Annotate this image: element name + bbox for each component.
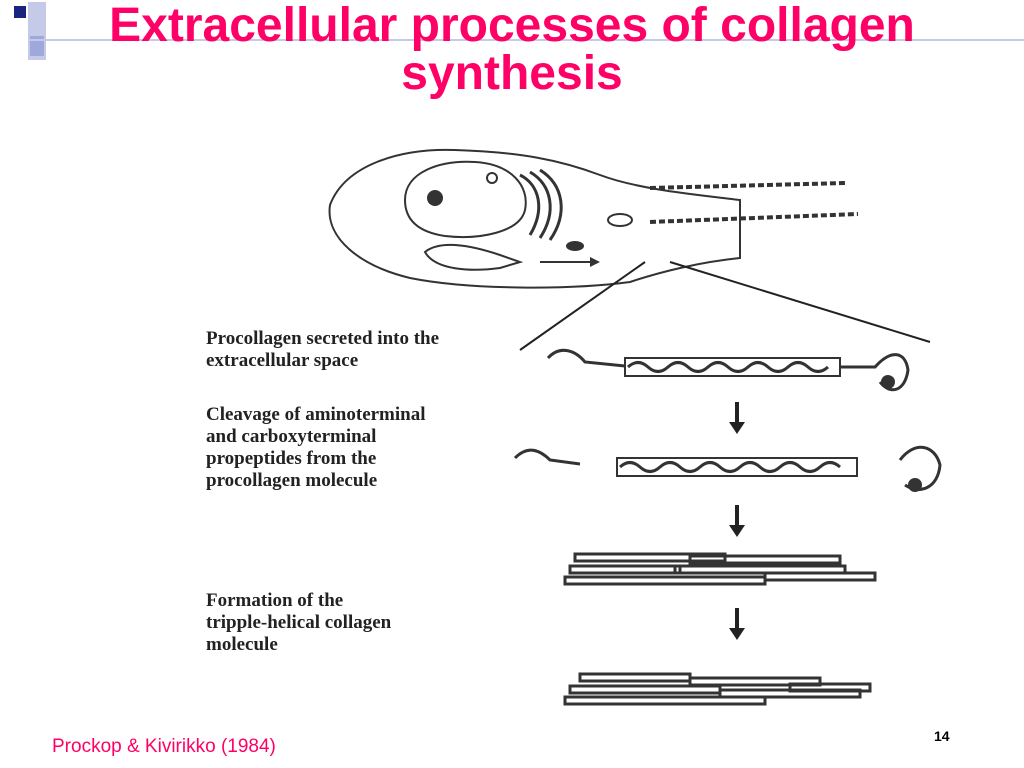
cell-fibril-upper [649, 181, 846, 190]
procollagen-n-propeptide [546, 348, 626, 368]
step-label-secretion: Procollagen secreted into the extracellu… [206, 328, 440, 371]
slide-title-line-1: Extracellular processes of collagen [109, 0, 915, 52]
cleaved-procollagen [513, 445, 942, 492]
citation: Prockop & Kivirikko (1984) [52, 736, 276, 757]
staggered-collagen-assembly [563, 552, 877, 586]
collagen-fibril [563, 672, 872, 706]
step-arrow-1-head [729, 422, 745, 434]
staggered-molecule [563, 575, 767, 586]
secretion-arrow-head [590, 257, 600, 267]
step-label-cleavage: Cleavage of aminoterminal and carboxyter… [206, 404, 426, 491]
procollagen-molecule [546, 348, 910, 392]
staggered-molecule [568, 564, 682, 575]
slide-title-line-2: synthesis [401, 47, 623, 100]
staggered-molecule [673, 564, 847, 575]
nucleolus-small [486, 172, 498, 184]
nucleus [403, 160, 527, 238]
vesicle-granule [566, 241, 584, 251]
cell-outline [328, 148, 741, 289]
procollagen-c-propeptide [840, 353, 910, 392]
corner-decoration [14, 2, 1024, 60]
cleaved-n-propeptide [513, 448, 581, 466]
fibril-molecule [688, 676, 822, 687]
fibril-molecule [568, 684, 722, 695]
cell-fibril-lower [649, 212, 859, 224]
procollagen-c-globule [881, 375, 895, 389]
staggered-molecule [688, 554, 842, 565]
procollagen-helix-pattern [626, 361, 830, 373]
page-number: 14 [934, 728, 950, 744]
fibril-molecule [718, 688, 862, 699]
step-arrow-2-head [729, 525, 745, 537]
zoom-line-right [669, 261, 931, 343]
accent-square-dark [14, 6, 26, 18]
collagen-triple-helix [616, 457, 858, 477]
staggered-molecule [763, 571, 877, 582]
fibril-molecule [578, 672, 692, 683]
slide-title: Extracellular processes of collagen synt… [0, 2, 1024, 98]
mitochondrion [607, 213, 633, 227]
step-label-formation: Formation of the tripple-helical collage… [206, 590, 392, 655]
fibril-molecule [563, 695, 767, 706]
golgi-stack [519, 168, 563, 241]
secretory-vesicle [423, 243, 524, 271]
step-arrow-3-head [729, 628, 745, 640]
collagen-helix-pattern [618, 461, 842, 473]
zoom-line-left [519, 261, 646, 351]
nucleolus [427, 190, 443, 206]
cleaved-c-globule [908, 478, 922, 492]
